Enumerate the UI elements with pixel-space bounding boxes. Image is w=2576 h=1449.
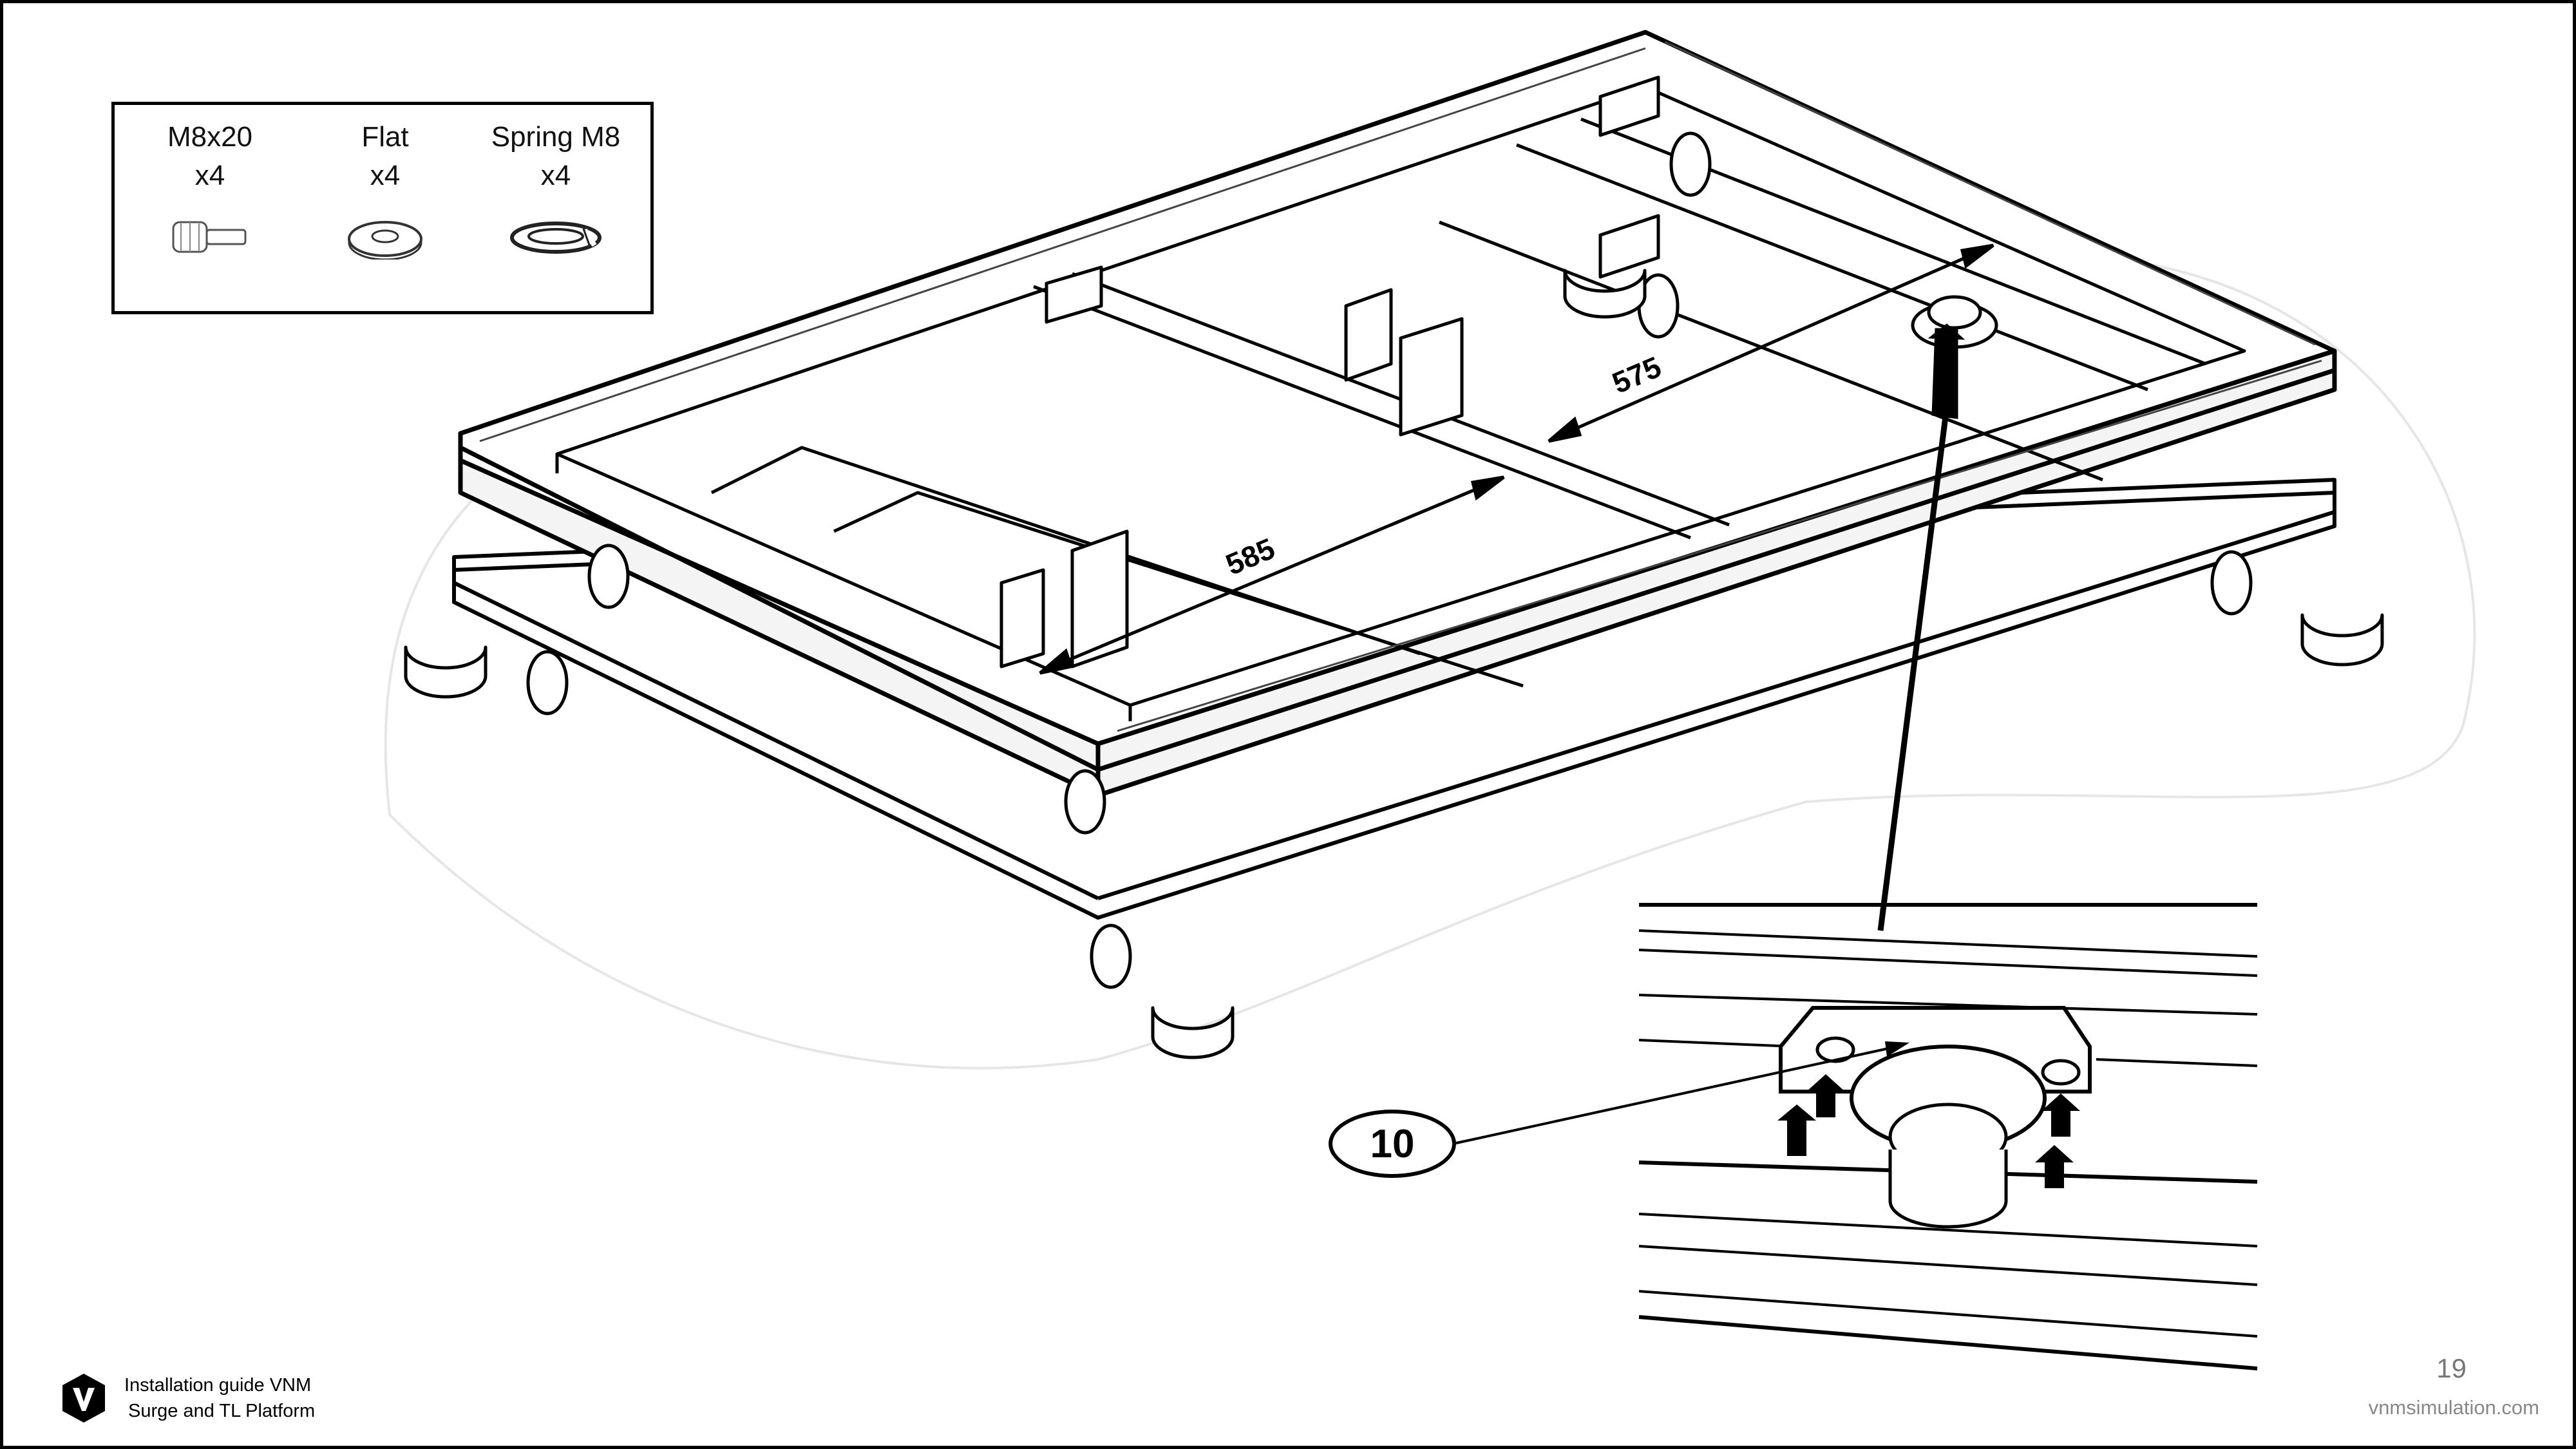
- flat-washer-icon: [348, 221, 422, 260]
- hardware-qty: x4: [370, 160, 401, 191]
- profile-grooves: [479, 41, 2322, 732]
- dimension-585: [1039, 475, 1505, 675]
- dimension-575: [1548, 243, 1994, 443]
- detail-inset: [1638, 903, 2258, 1370]
- leveling-feet: [404, 269, 2384, 1059]
- caster-wheels: [526, 131, 2253, 989]
- hardware-item-flat-washer: Flat x4: [308, 118, 462, 260]
- page-number: 19: [2436, 1353, 2467, 1383]
- detail-leader-arrow: [1877, 323, 1965, 931]
- footer-guide-title: Installation guide VNM Surge and TL Plat…: [124, 1372, 315, 1424]
- hardware-qty: x4: [194, 160, 225, 191]
- hardware-item-bolt: M8x20 x4: [133, 118, 287, 260]
- guide-line-2: Surge and TL Platform: [128, 1401, 316, 1421]
- website-link[interactable]: vnmsimulation.com: [2368, 1396, 2539, 1419]
- hardware-qty: x4: [540, 160, 571, 191]
- angle-brackets: [999, 75, 1660, 668]
- callout-leader: [1455, 1044, 1904, 1144]
- hardware-name: Flat: [361, 121, 409, 153]
- hardware-list-box: M8x20 x4 Flat x4 Spring M8 x4: [111, 102, 654, 314]
- detail-bolt-arrows: [1777, 1074, 2080, 1188]
- spring-washer-icon: [510, 222, 601, 254]
- bolt-icon: [172, 221, 247, 253]
- step-callout: 10: [1329, 1110, 1456, 1178]
- hardware-item-spring-washer: Spring M8 x4: [478, 118, 633, 260]
- hardware-name: Spring M8: [491, 121, 621, 153]
- guide-line-1: Installation guide VNM: [124, 1375, 312, 1396]
- main-frame: [458, 30, 2337, 798]
- platform-assembly-drawing: [384, 30, 2476, 1370]
- vnm-logo-icon: [62, 1374, 105, 1423]
- hardware-name: M8x20: [167, 121, 253, 153]
